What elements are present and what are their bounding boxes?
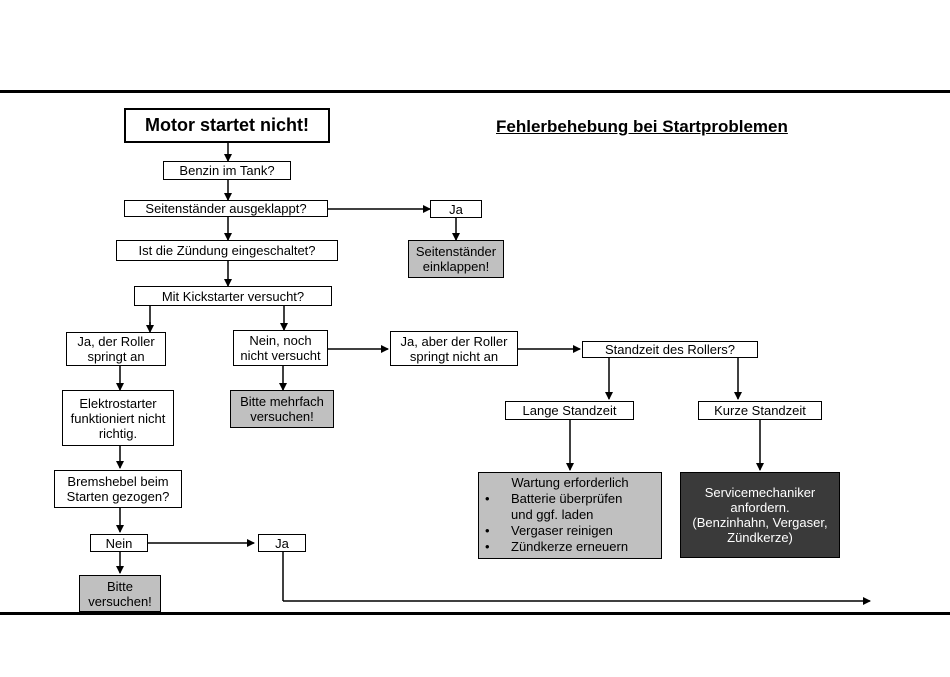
node-bremshebel: Bremshebel beim Starten gezogen? [54,470,182,508]
wartung-list: Batterie überprüfen und ggf. laden Verga… [483,491,657,555]
wartung-item: Zündkerze erneuern [483,539,657,555]
page-heading: Fehlerbehebung bei Startproblemen [496,117,788,136]
node-zuendung: Ist die Zündung eingeschaltet? [116,240,338,261]
wartung-item: Batterie überprüfen und ggf. laden [483,491,657,523]
node-ja: Ja [258,534,306,552]
node-benzin: Benzin im Tank? [163,161,291,180]
wartung-header: Wartung erforderlich [511,475,629,490]
node-kurze-standzeit: Kurze Standzeit [698,401,822,420]
node-wartung: Wartung erforderlich Batterie überprüfen… [478,472,662,559]
title-box: Motor startet nicht! [124,108,330,143]
node-ja-springt-an: Ja, der Roller springt an [66,332,166,366]
node-seitenstaender-einklappen: Seitenständer einklappen! [408,240,504,278]
top-rule [0,90,950,93]
node-bitte-mehrfach: Bitte mehrfach versuchen! [230,390,334,428]
node-elektrostarter: Elektrostarter funktioniert nicht richti… [62,390,174,446]
node-kickstarter: Mit Kickstarter versucht? [134,286,332,306]
node-standzeit: Standzeit des Rollers? [582,341,758,358]
node-seitenstaender: Seitenständer ausgeklappt? [124,200,328,217]
node-nein: Nein [90,534,148,552]
node-seitenstaender-ja: Ja [430,200,482,218]
node-servicemechaniker: Servicemechaniker anfordern. (Benzinhahn… [680,472,840,558]
node-nein-nicht-versucht: Nein, noch nicht versucht [233,330,328,366]
node-lange-standzeit: Lange Standzeit [505,401,634,420]
bottom-rule [0,612,950,615]
wartung-item: Vergaser reinigen [483,523,657,539]
node-bitte-versuchen: Bitte versuchen! [79,575,161,612]
node-ja-aber-nicht: Ja, aber der Roller springt nicht an [390,331,518,366]
